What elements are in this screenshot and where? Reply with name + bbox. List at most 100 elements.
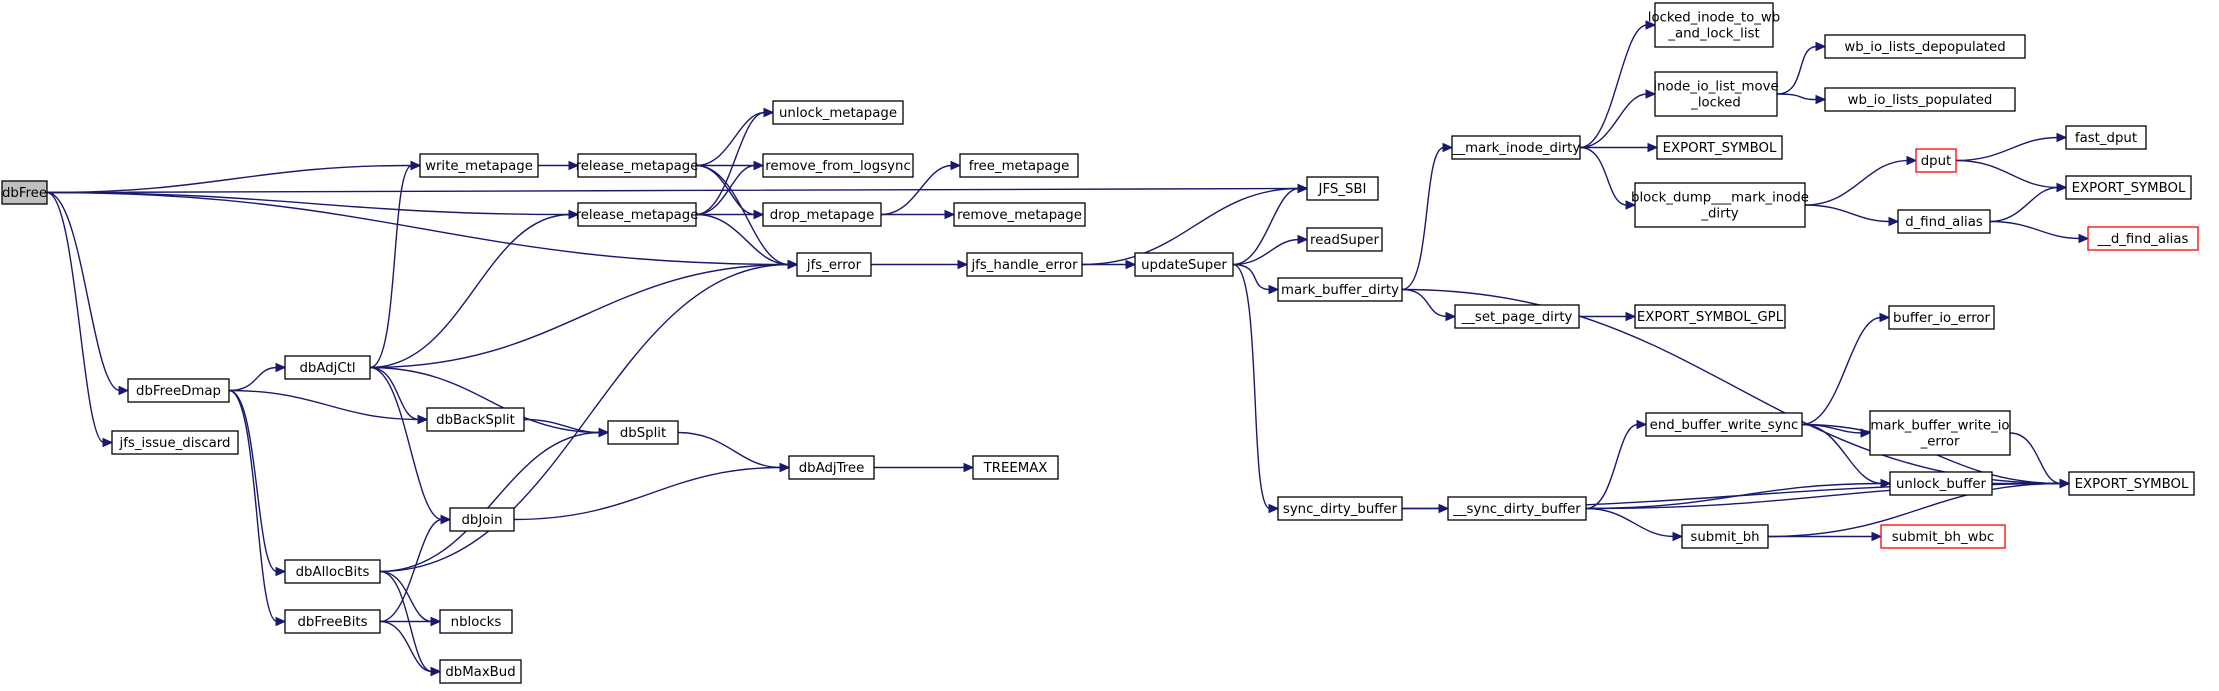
node-dbAdjCtl[interactable]: dbAdjCtl bbox=[284, 355, 371, 380]
node-sync-dirty-buffer2[interactable]: __sync_dirty_buffer bbox=[1447, 496, 1587, 521]
node-box[interactable] bbox=[1634, 304, 1786, 329]
node-box[interactable] bbox=[1869, 410, 2011, 456]
node-dput[interactable]: dput bbox=[1915, 148, 1957, 173]
node-locked-inode[interactable]: locked_inode_to_wb_and_lock_list bbox=[1648, 2, 1780, 48]
node-box[interactable] bbox=[1277, 496, 1403, 521]
node-box[interactable] bbox=[1277, 277, 1403, 302]
node-submit-bh-wbc[interactable]: submit_bh_wbc bbox=[1880, 524, 2006, 549]
node-EXPORT-SYMBOL-c[interactable]: EXPORT_SYMBOL bbox=[2068, 471, 2195, 496]
node-box[interactable] bbox=[284, 355, 371, 380]
node-box[interactable] bbox=[966, 252, 1083, 277]
node-sync-dirty-buffer[interactable]: sync_dirty_buffer bbox=[1277, 496, 1403, 521]
node-box[interactable] bbox=[1824, 87, 2016, 112]
node-jfs-error[interactable]: jfs_error bbox=[796, 252, 872, 277]
node-box[interactable] bbox=[959, 153, 1079, 178]
node-d-find-alias[interactable]: __d_find_alias bbox=[2087, 226, 2199, 251]
node-box[interactable] bbox=[1681, 524, 1769, 549]
node-box[interactable] bbox=[1654, 71, 1778, 117]
node-box[interactable] bbox=[2065, 175, 2192, 200]
node-write-metapage[interactable]: write_metapage bbox=[419, 153, 539, 178]
node-dbAdjTree[interactable]: dbAdjTree bbox=[788, 455, 875, 480]
node-unlock-buffer[interactable]: unlock_buffer bbox=[1889, 471, 1993, 496]
node-box[interactable] bbox=[1454, 304, 1580, 329]
node-box[interactable] bbox=[972, 455, 1059, 480]
node-box[interactable] bbox=[2065, 125, 2147, 150]
node-dbFreeDmap[interactable]: dbFreeDmap bbox=[127, 378, 230, 403]
node-mark-inode-dirty[interactable]: __mark_inode_dirty bbox=[1451, 135, 1581, 160]
node-dbBackSplit[interactable]: dbBackSplit bbox=[426, 407, 525, 432]
node-box[interactable] bbox=[426, 407, 525, 432]
node-box[interactable] bbox=[1134, 252, 1234, 277]
node-box[interactable] bbox=[284, 559, 381, 584]
node-box[interactable] bbox=[762, 202, 882, 227]
node-EXPORT-SYMBOL-a[interactable]: EXPORT_SYMBOL bbox=[1656, 135, 1783, 160]
node-remove-from-logsync[interactable]: remove_from_logsync bbox=[762, 153, 914, 178]
node-dbMaxBud[interactable]: dbMaxBud bbox=[439, 659, 522, 684]
node-box[interactable] bbox=[439, 609, 513, 634]
node-dbJoin[interactable]: dbJoin bbox=[449, 507, 515, 532]
node-wb-depop[interactable]: wb_io_lists_depopulated bbox=[1824, 34, 2026, 59]
node-box[interactable] bbox=[1306, 176, 1379, 201]
node-updateSuper[interactable]: updateSuper bbox=[1134, 252, 1234, 277]
node-box[interactable] bbox=[127, 378, 230, 403]
node-mark-buffer-write-io-error[interactable]: mark_buffer_write_io_error bbox=[1869, 410, 2011, 456]
node-jfs-issue-discard[interactable]: jfs_issue_discard bbox=[111, 430, 239, 455]
node-box[interactable] bbox=[607, 420, 679, 445]
node-box[interactable] bbox=[1888, 305, 1995, 330]
node-box[interactable] bbox=[1654, 2, 1774, 48]
node-free-metapage[interactable]: free_metapage bbox=[959, 153, 1079, 178]
node-box[interactable] bbox=[1897, 209, 1991, 234]
node-box[interactable] bbox=[1889, 471, 1993, 496]
node-box[interactable] bbox=[449, 507, 515, 532]
node-box[interactable] bbox=[772, 100, 904, 125]
node-release-metapage-2[interactable]: release_metapage bbox=[576, 202, 699, 227]
node-drop-metapage[interactable]: drop_metapage bbox=[762, 202, 882, 227]
node-submit-bh[interactable]: submit_bh bbox=[1681, 524, 1769, 549]
node-dbAllocBits[interactable]: dbAllocBits bbox=[284, 559, 381, 584]
node-box[interactable] bbox=[1880, 524, 2006, 549]
node-wb-pop[interactable]: wb_io_lists_populated bbox=[1824, 87, 2016, 112]
node-EXPORT-SYMBOL-b[interactable]: EXPORT_SYMBOL bbox=[2065, 175, 2192, 200]
node-box[interactable] bbox=[2087, 226, 2199, 251]
node-box[interactable] bbox=[1447, 496, 1587, 521]
node-inode-io-list[interactable]: inode_io_list_move_locked bbox=[1653, 71, 1779, 117]
node-box[interactable] bbox=[1306, 227, 1383, 252]
node-readSuper[interactable]: readSuper bbox=[1306, 227, 1383, 252]
node-block-dump[interactable]: block_dump___mark_inode_dirty bbox=[1631, 182, 1809, 228]
node-EXPORT-SYMBOL-GPL[interactable]: EXPORT_SYMBOL_GPL bbox=[1634, 304, 1786, 329]
node-box[interactable] bbox=[577, 153, 697, 178]
node-box[interactable] bbox=[788, 455, 875, 480]
node-box[interactable] bbox=[419, 153, 539, 178]
node-dbFree[interactable]: dbFree bbox=[1, 180, 48, 205]
node-box[interactable] bbox=[1915, 148, 1957, 173]
node-box[interactable] bbox=[284, 609, 381, 634]
node-dbFreeBits[interactable]: dbFreeBits bbox=[284, 609, 381, 634]
node-box[interactable] bbox=[439, 659, 522, 684]
node-JFS-SBI[interactable]: JFS_SBI bbox=[1306, 176, 1379, 201]
node-fast-dput[interactable]: fast_dput bbox=[2065, 125, 2147, 150]
node-box[interactable] bbox=[1824, 34, 2026, 59]
node-jfs-handle-error[interactable]: jfs_handle_error bbox=[966, 252, 1083, 277]
node-end-buffer-write-sync[interactable]: end_buffer_write_sync bbox=[1645, 412, 1803, 437]
node-TREEMAX[interactable]: TREEMAX bbox=[972, 455, 1059, 480]
node-nblocks[interactable]: nblocks bbox=[439, 609, 513, 634]
node-d-find-alias[interactable]: d_find_alias bbox=[1897, 209, 1991, 234]
node-dbSplit[interactable]: dbSplit bbox=[607, 420, 679, 445]
node-remove-metapage[interactable]: remove_metapage bbox=[953, 202, 1086, 227]
node-box[interactable] bbox=[111, 430, 239, 455]
node-box[interactable] bbox=[1645, 412, 1803, 437]
node-box[interactable] bbox=[1634, 182, 1806, 228]
node-unlock-metapage[interactable]: unlock_metapage bbox=[772, 100, 904, 125]
node-buffer-io-error[interactable]: buffer_io_error bbox=[1888, 305, 1995, 330]
node-box[interactable] bbox=[762, 153, 914, 178]
node-box[interactable] bbox=[1, 180, 48, 205]
node-box[interactable] bbox=[1451, 135, 1581, 160]
node-box[interactable] bbox=[577, 202, 697, 227]
node-mark-buffer-dirty[interactable]: mark_buffer_dirty bbox=[1277, 277, 1403, 302]
node-set-page-dirty[interactable]: __set_page_dirty bbox=[1454, 304, 1580, 329]
node-box[interactable] bbox=[953, 202, 1086, 227]
node-box[interactable] bbox=[2068, 471, 2195, 496]
node-box[interactable] bbox=[796, 252, 872, 277]
node-box[interactable] bbox=[1656, 135, 1783, 160]
node-release-metapage-1[interactable]: release_metapage bbox=[576, 153, 699, 178]
